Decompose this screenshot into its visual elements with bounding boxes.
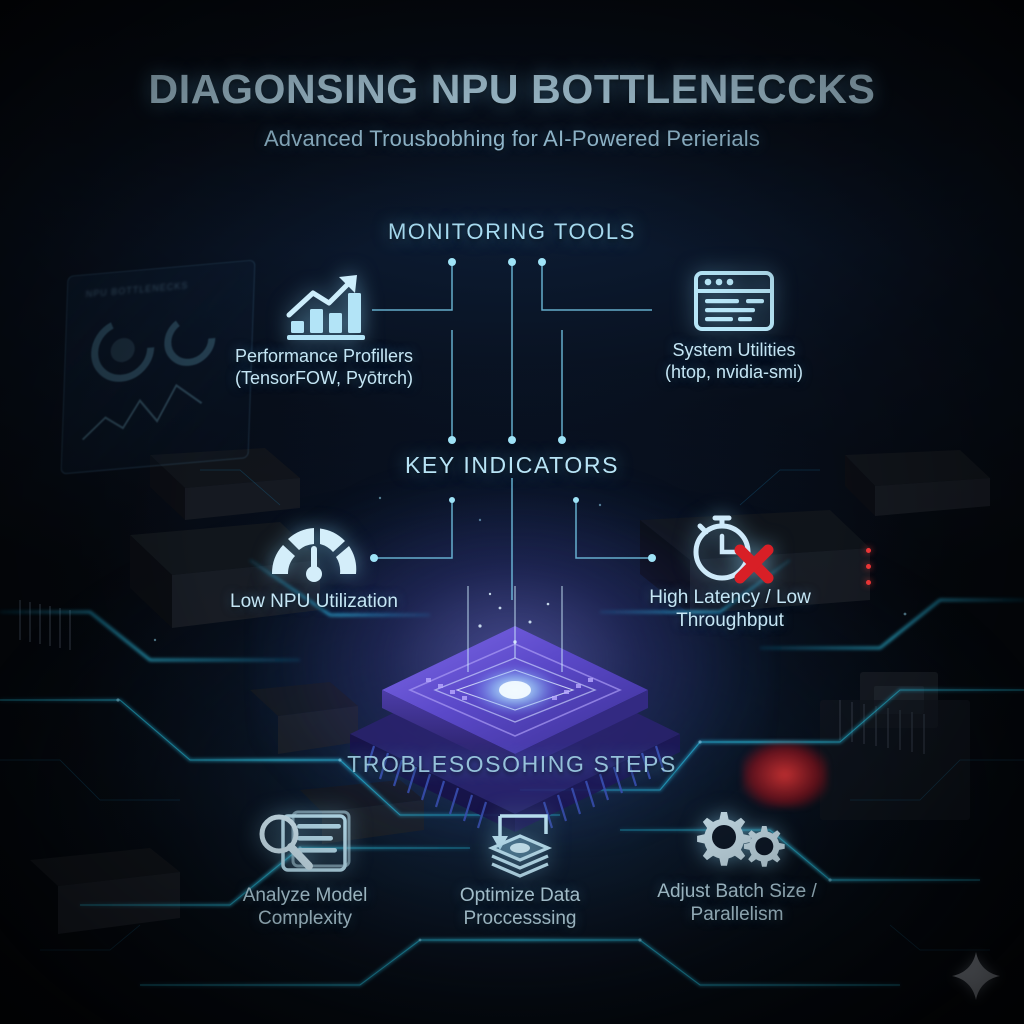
terminal-window-icon <box>608 262 860 340</box>
section-heading-monitoring: MONITORING TOOLS <box>387 219 637 244</box>
node-optimize-data-processing[interactable]: Optimize Data Proccesssing <box>420 806 620 930</box>
magnifier-document-icon <box>200 806 410 884</box>
node-label: Optimize Data Proccesssing <box>459 885 581 930</box>
layers-arrow-icon <box>420 806 620 884</box>
node-label: System Utilities (htop, nvidia-smi) <box>664 340 804 382</box>
page-title: DIAGONSING NPU BOTTLENECCKS <box>148 66 876 112</box>
ghost-panel-title: NPU BOTTLENECKS <box>85 280 189 300</box>
section-heading-steps: TROBLESOSOHING STEPS <box>347 751 677 777</box>
node-label: Adjust Batch Size / Parallelism <box>657 881 817 926</box>
node-performance-profilers[interactable]: Performance Profillers (TensorFOW, Pyōtr… <box>198 268 450 390</box>
gears-icon <box>630 802 844 880</box>
node-label: Low NPU Utilization <box>230 591 398 612</box>
node-label: Performance Profillers (TensorFOW, Pyōtr… <box>234 346 414 388</box>
node-label: High Latency / Low Throughbput <box>649 587 811 632</box>
section-heading-indicators: KEY INDICATORS <box>404 452 620 478</box>
node-low-npu-utilization[interactable]: Low NPU Utilization <box>196 512 432 613</box>
bar-chart-growth-icon <box>198 268 450 346</box>
gauge-low-icon <box>196 512 432 590</box>
node-label: Analyze Model Complexity <box>242 885 368 930</box>
sparkle-icon <box>950 950 1002 1002</box>
red-status-leds <box>866 548 872 600</box>
node-high-latency-low-throughput[interactable]: High Latency / Low Throughbput <box>612 508 848 632</box>
page-subtitle: Advanced Trousbobhing for AI-Powered Per… <box>263 126 761 151</box>
node-analyze-model-complexity[interactable]: Analyze Model Complexity <box>200 806 410 930</box>
stopwatch-error-icon <box>612 508 848 586</box>
node-adjust-batch-size-parallelism[interactable]: Adjust Batch Size / Parallelism <box>630 802 844 926</box>
node-system-utilities[interactable]: System Utilities (htop, nvidia-smi) <box>608 262 860 384</box>
